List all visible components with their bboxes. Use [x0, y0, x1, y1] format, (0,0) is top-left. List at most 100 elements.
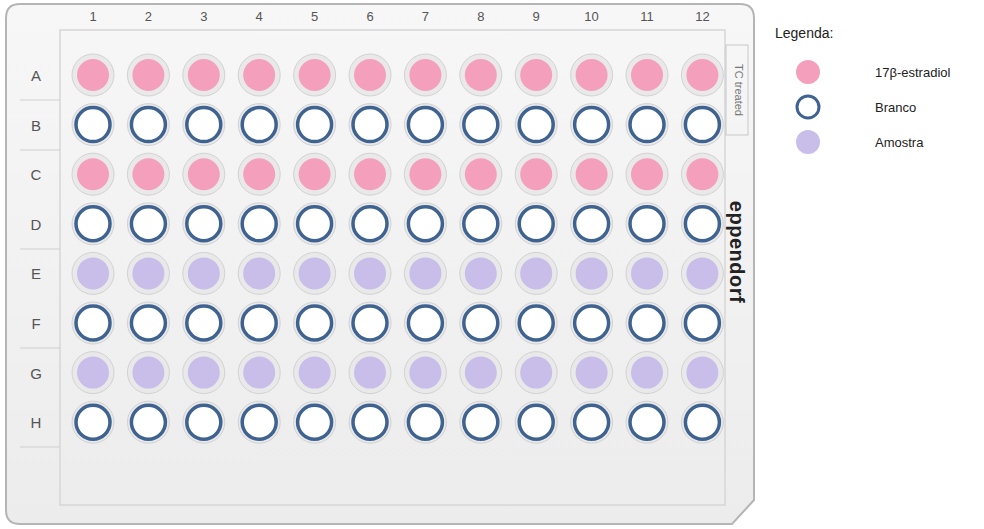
- well: [575, 207, 609, 241]
- well: [298, 405, 332, 439]
- well-rim: [238, 352, 280, 394]
- legend-swatch: [797, 96, 819, 118]
- column-number: 9: [533, 10, 540, 23]
- row-divider: [20, 249, 60, 250]
- well: [77, 257, 109, 289]
- well: [575, 108, 609, 142]
- well-rim: [571, 153, 613, 195]
- well: [187, 405, 221, 439]
- well: [465, 357, 497, 389]
- well: [188, 357, 220, 389]
- well-rim: [238, 252, 280, 294]
- well-rim: [404, 352, 446, 394]
- well-rim: [626, 302, 668, 344]
- well: [631, 59, 663, 91]
- well: [354, 257, 386, 289]
- well: [76, 207, 110, 241]
- column-number: 1: [89, 10, 96, 23]
- well: [520, 257, 552, 289]
- well-rim: [127, 203, 169, 245]
- well-rim: [404, 203, 446, 245]
- well: [686, 59, 718, 91]
- well-rim: [238, 54, 280, 96]
- column-number: 8: [477, 10, 484, 23]
- well-rim: [571, 54, 613, 96]
- well: [519, 207, 553, 241]
- well: [576, 357, 608, 389]
- well-rim: [127, 252, 169, 294]
- well-rim: [460, 104, 502, 146]
- row-letter: F: [31, 316, 40, 331]
- well: [132, 59, 164, 91]
- well-rim: [460, 302, 502, 344]
- well: [409, 59, 441, 91]
- well: [298, 207, 332, 241]
- well-rim: [72, 203, 114, 245]
- column-number: 11: [640, 10, 654, 23]
- well-rim: [515, 104, 557, 146]
- well: [519, 405, 553, 439]
- row-divider: [20, 348, 60, 349]
- well: [131, 405, 165, 439]
- well: [519, 306, 553, 340]
- row-letter: H: [31, 415, 42, 430]
- well: [576, 158, 608, 190]
- well-rim: [571, 302, 613, 344]
- well: [630, 207, 664, 241]
- well-rim: [681, 401, 723, 443]
- well-rim: [626, 104, 668, 146]
- row-letter: B: [31, 117, 41, 132]
- plate-note: TC treated: [733, 64, 744, 116]
- well: [353, 405, 387, 439]
- well: [409, 257, 441, 289]
- well-rim: [127, 302, 169, 344]
- well-rim: [294, 401, 336, 443]
- well-rim: [626, 401, 668, 443]
- well: [243, 158, 275, 190]
- well: [409, 158, 441, 190]
- well: [519, 108, 553, 142]
- row-divider: [20, 150, 60, 151]
- well: [409, 357, 441, 389]
- well: [132, 158, 164, 190]
- well-rim: [294, 54, 336, 96]
- well: [685, 108, 719, 142]
- well-rim: [681, 252, 723, 294]
- well-rim: [183, 54, 225, 96]
- well-rim: [183, 252, 225, 294]
- well-rim: [294, 352, 336, 394]
- well-rim: [349, 401, 391, 443]
- well: [686, 357, 718, 389]
- column-number: 10: [584, 10, 598, 23]
- well: [464, 405, 498, 439]
- well-rim: [460, 203, 502, 245]
- row-divider: [20, 100, 60, 101]
- well: [631, 158, 663, 190]
- column-number: 2: [145, 10, 152, 23]
- well-rim: [349, 302, 391, 344]
- well: [131, 108, 165, 142]
- well: [298, 306, 332, 340]
- well-rim: [183, 153, 225, 195]
- well-rim: [127, 104, 169, 146]
- column-number: 5: [311, 10, 318, 23]
- well-rim: [626, 153, 668, 195]
- row-letter: A: [31, 68, 41, 83]
- well-rim: [515, 352, 557, 394]
- well-rim: [72, 252, 114, 294]
- legend-label: Branco: [875, 101, 916, 114]
- row-letter: D: [31, 216, 42, 231]
- well: [299, 158, 331, 190]
- well-rim: [72, 54, 114, 96]
- well: [630, 108, 664, 142]
- well: [630, 405, 664, 439]
- well: [576, 59, 608, 91]
- well-rim: [72, 302, 114, 344]
- well-rim: [571, 203, 613, 245]
- legend-title: Legenda:: [775, 26, 833, 40]
- well: [188, 59, 220, 91]
- well-rim: [404, 153, 446, 195]
- well: [520, 158, 552, 190]
- well-rim: [515, 54, 557, 96]
